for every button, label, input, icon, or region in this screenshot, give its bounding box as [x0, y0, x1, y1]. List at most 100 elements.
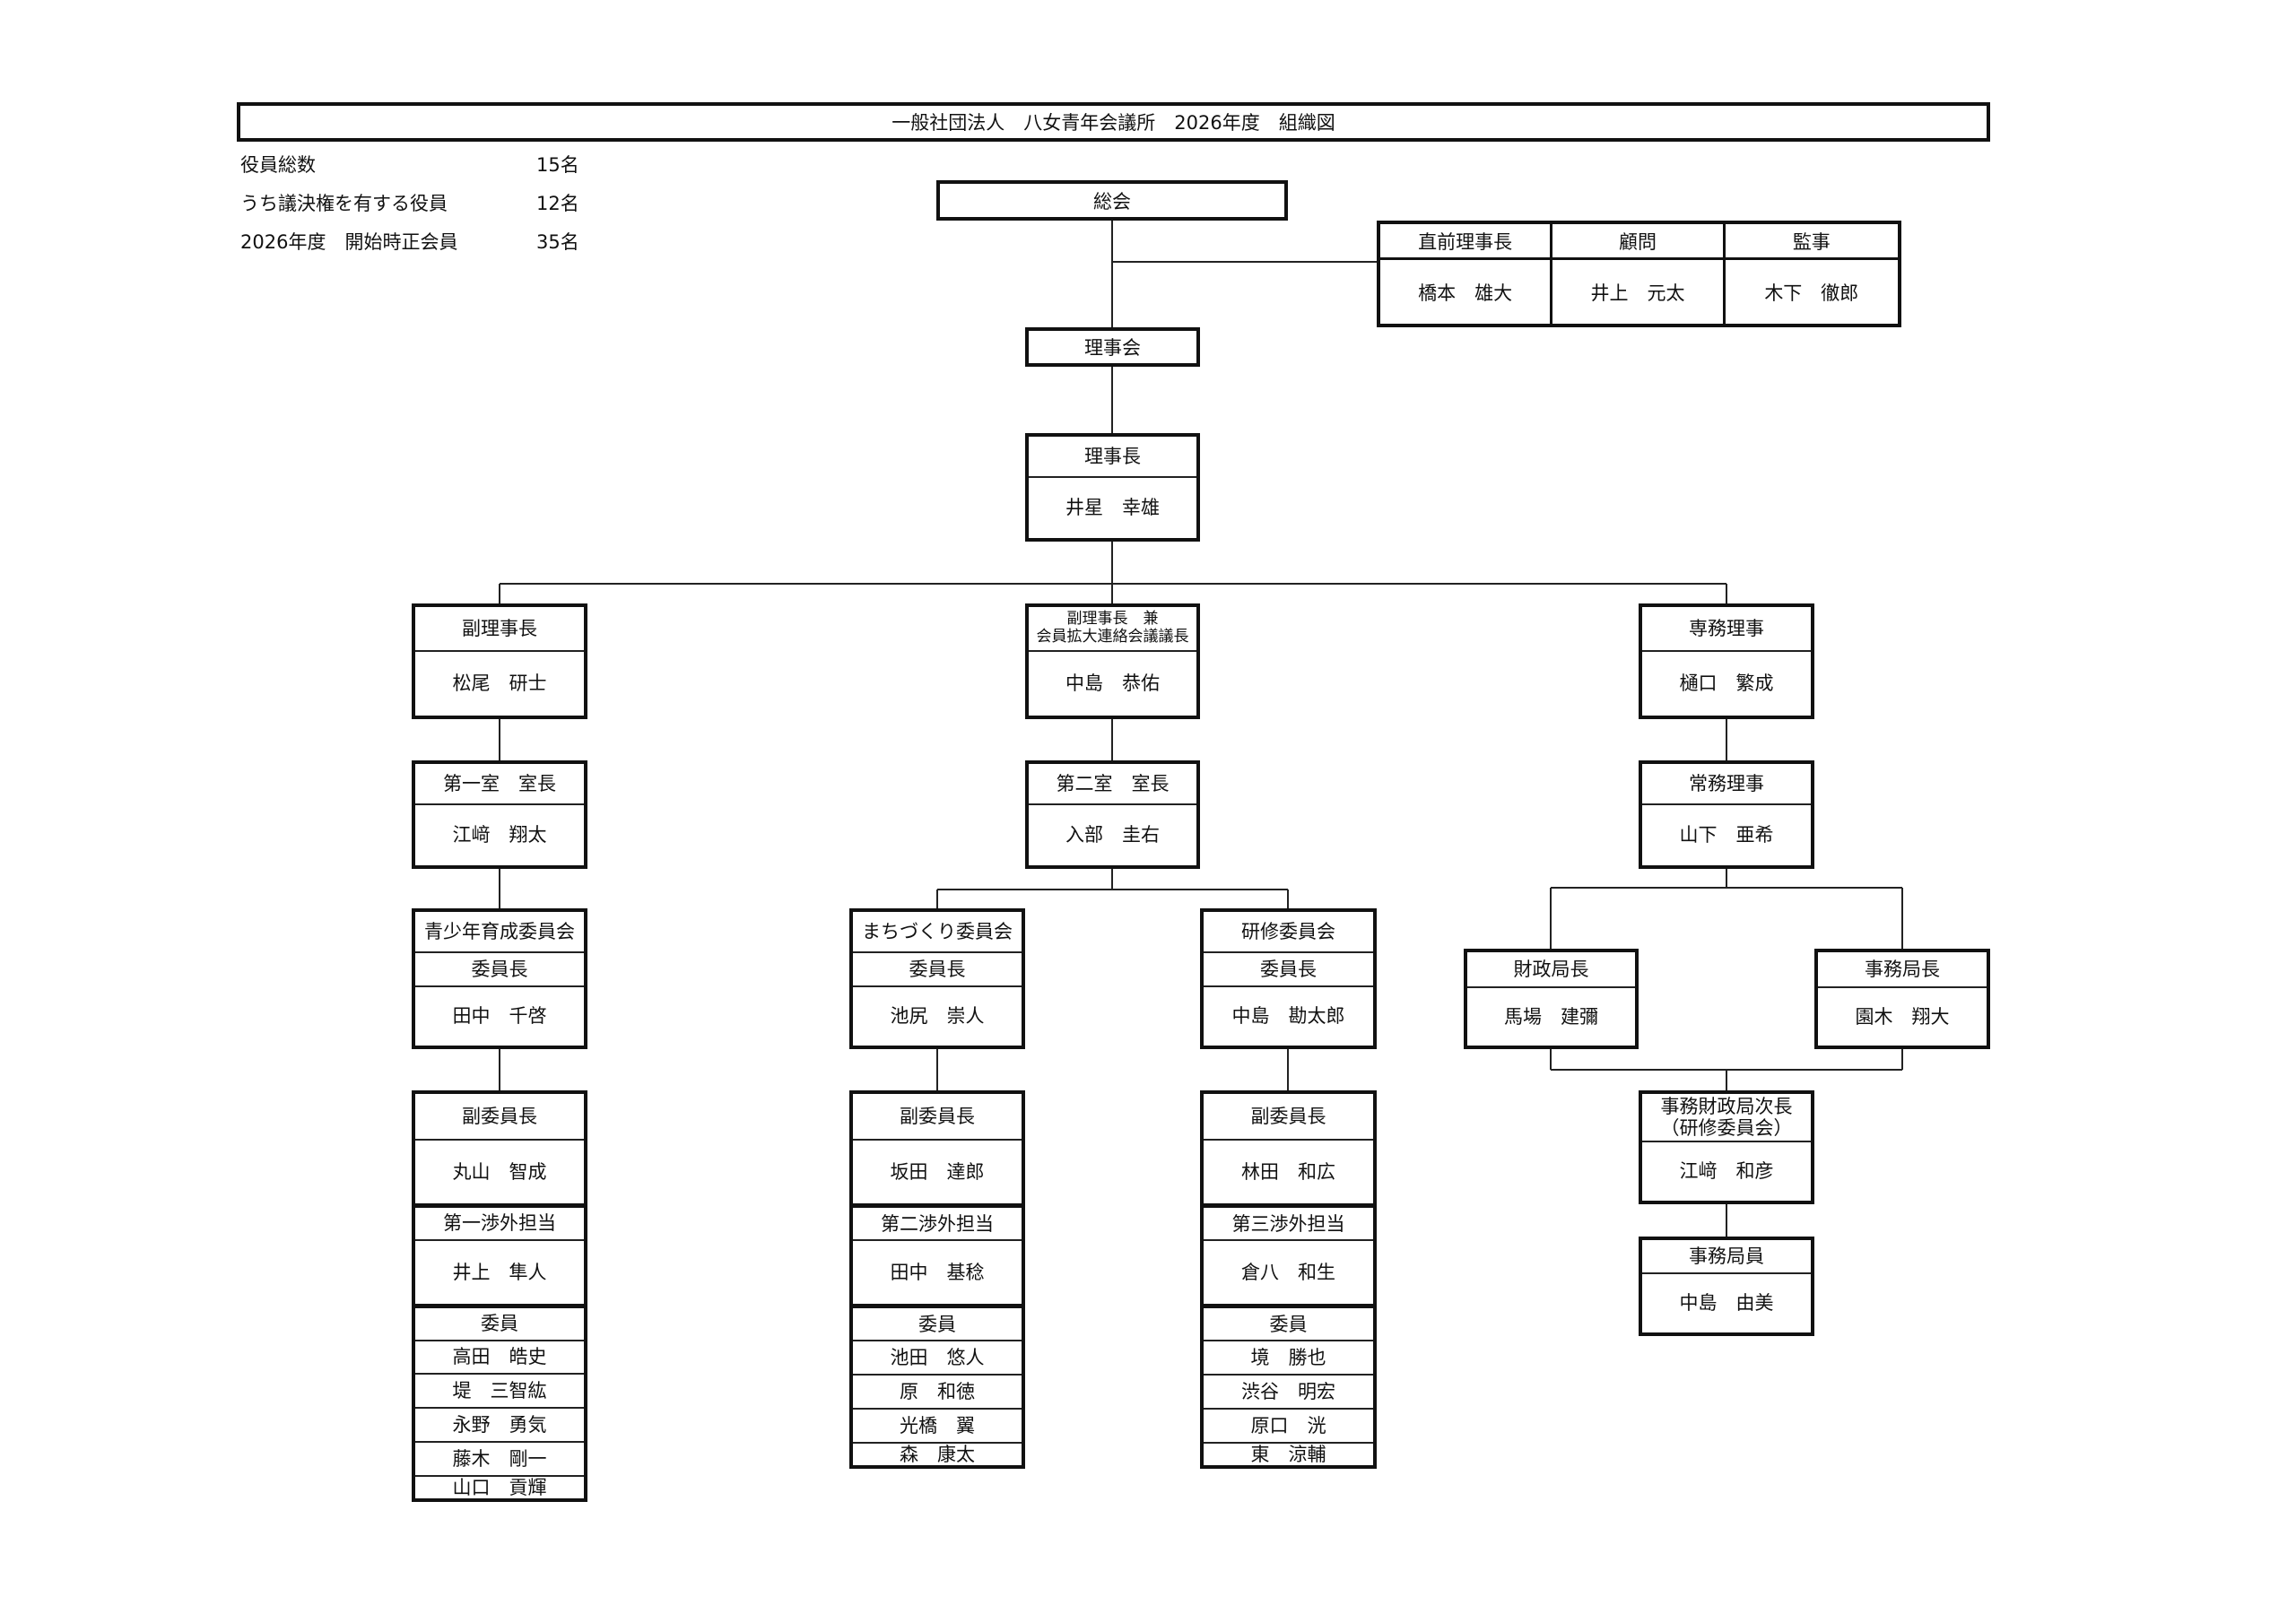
position-title-line: 事務財政局次長 [1660, 1095, 1793, 1117]
stat-label: 2026年度 開始時正会員 [240, 231, 458, 253]
vice-president-box: 副理事長 松尾 研士 [412, 603, 587, 719]
member-name: 山口 貢輝 [452, 1476, 547, 1498]
person-name: 馬場 建彌 [1504, 1005, 1598, 1028]
position-title: 委員長 [853, 953, 1022, 987]
committee-name: まちづくり委員会 [853, 912, 1022, 953]
stat-value: 35名 [536, 231, 579, 253]
advisor-role: 顧問 [1552, 224, 1726, 260]
member-name: 原口 洸 [1204, 1410, 1373, 1444]
position-title: 第二渉外担当 [853, 1208, 1022, 1242]
position-title: 委員長 [1204, 953, 1373, 987]
position-title: 副委員長 [415, 1094, 584, 1141]
committee-training-members: 副委員長 林田 和広 第三渉外担当 倉八 和生 委員 境 勝也 渋谷 明宏 原口… [1200, 1090, 1377, 1469]
advisor-name: 井上 元太 [1552, 260, 1726, 324]
person-name: 池尻 崇人 [890, 1005, 985, 1028]
finance-director-box: 財政局長 馬場 建彌 [1464, 949, 1639, 1049]
position-title: 事務局長 [1818, 952, 1987, 988]
position-title: 事務局員 [1642, 1240, 1811, 1274]
president-box: 理事長 井星 幸雄 [1025, 433, 1200, 542]
member-name: 堤 三智紘 [415, 1375, 584, 1410]
person-name: 倉八 和生 [1204, 1241, 1373, 1309]
member-name: 光橋 翼 [853, 1410, 1022, 1444]
position-title-line: （研修委員会） [1660, 1117, 1793, 1139]
position-title: 委員長 [415, 953, 584, 987]
position-title: 第一室 室長 [415, 764, 584, 805]
stat-value: 15名 [536, 154, 579, 176]
person-name: 田中 基稔 [853, 1241, 1022, 1309]
person-name: 樋口 繁成 [1679, 673, 1774, 695]
advisors-table: 直前理事長 顧問 監事 橋本 雄大 井上 元太 木下 徹郎 [1377, 221, 1901, 327]
person-name: 中島 勘太郎 [1231, 1005, 1345, 1028]
person-name: 中島 恭佑 [1065, 673, 1160, 695]
advisor-name: 橋本 雄大 [1380, 260, 1553, 324]
person-name: 田中 千啓 [452, 1005, 547, 1028]
general-assembly-box: 総会 [936, 180, 1288, 221]
general-assembly-label: 総会 [1093, 190, 1131, 213]
member-name: 藤木 剛一 [415, 1443, 584, 1477]
person-name: 林田 和広 [1204, 1141, 1373, 1209]
position-title: 委員 [1204, 1308, 1373, 1342]
secretariat-director-box: 事務局長 園木 翔大 [1814, 949, 1990, 1049]
advisor-role: 直前理事長 [1380, 224, 1553, 260]
position-title: 第一渉外担当 [415, 1208, 584, 1241]
person-name: 入部 圭右 [1065, 824, 1160, 846]
person-name: 江﨑 翔太 [452, 824, 547, 846]
member-name: 高田 皓史 [415, 1341, 584, 1376]
board-box: 理事会 [1025, 327, 1200, 367]
position-title: 理事長 [1029, 437, 1196, 478]
member-name: 森 康太 [900, 1443, 975, 1465]
person-name: 丸山 智成 [415, 1141, 584, 1209]
chart-title: 一般社団法人 八女青年会議所 2026年度 組織図 [237, 102, 1990, 142]
person-name: 松尾 研士 [452, 673, 547, 695]
position-title: 委員 [853, 1308, 1022, 1342]
person-name: 山下 亜希 [1679, 824, 1774, 846]
room2-head-box: 第二室 室長 入部 圭右 [1025, 760, 1200, 869]
committee-youth-box: 青少年育成委員会 委員長 田中 千啓 [412, 908, 587, 1049]
member-name: 境 勝也 [1204, 1341, 1373, 1376]
committee-town-members: 副委員長 坂田 達郎 第二渉外担当 田中 基稔 委員 池田 悠人 原 和徳 光橋… [849, 1090, 1025, 1469]
member-name: 渋谷 明宏 [1204, 1376, 1373, 1410]
deputy-director-box: 事務財政局次長 （研修委員会） 江﨑 和彦 [1639, 1090, 1814, 1204]
room1-head-box: 第一室 室長 江﨑 翔太 [412, 760, 587, 869]
secretariat-staff-box: 事務局員 中島 由美 [1639, 1237, 1814, 1336]
committee-name: 研修委員会 [1204, 912, 1373, 953]
person-name: 園木 翔大 [1855, 1005, 1950, 1028]
member-name: 原 和徳 [853, 1376, 1022, 1410]
stat-regular-members: 2026年度 開始時正会員 35名 [240, 228, 579, 255]
member-name: 東 涼輔 [1250, 1443, 1326, 1465]
position-title: 専務理事 [1642, 607, 1811, 652]
vice-president-liaison-box: 副理事長 兼 会員拡大連絡会議議長 中島 恭佑 [1025, 603, 1200, 719]
position-title: 副委員長 [853, 1094, 1022, 1141]
committee-name: 青少年育成委員会 [415, 912, 584, 953]
position-title: 事務財政局次長 （研修委員会） [1642, 1094, 1811, 1142]
stat-label: うち議決権を有する役員 [240, 193, 448, 214]
position-title-line: 会員拡大連絡会議議長 [1036, 628, 1189, 646]
position-title: 財政局長 [1467, 952, 1635, 988]
stat-value: 12名 [536, 193, 579, 214]
executive-director-box: 専務理事 樋口 繁成 [1639, 603, 1814, 719]
position-title: 第三渉外担当 [1204, 1208, 1373, 1242]
board-label: 理事会 [1084, 337, 1141, 359]
stat-voting-officers: うち議決権を有する役員 12名 [240, 189, 579, 216]
position-title: 副理事長 [415, 607, 584, 652]
person-name: 坂田 達郎 [853, 1141, 1022, 1209]
person-name: 井上 隼人 [415, 1241, 584, 1308]
position-title: 副理事長 兼 会員拡大連絡会議議長 [1029, 607, 1196, 652]
position-title-line: 副理事長 兼 [1066, 610, 1159, 629]
position-title: 委員 [415, 1308, 584, 1341]
managing-director-box: 常務理事 山下 亜希 [1639, 760, 1814, 869]
stat-label: 役員総数 [240, 154, 316, 176]
position-title: 第二室 室長 [1029, 764, 1196, 805]
advisor-role: 監事 [1725, 224, 1898, 260]
committee-training-box: 研修委員会 委員長 中島 勘太郎 [1200, 908, 1377, 1049]
member-name: 永野 勇気 [415, 1409, 584, 1443]
stat-total-officers: 役員総数 15名 [240, 151, 579, 178]
member-name: 池田 悠人 [853, 1341, 1022, 1376]
person-name: 井星 幸雄 [1065, 497, 1160, 519]
committee-youth-members: 副委員長 丸山 智成 第一渉外担当 井上 隼人 委員 高田 皓史 堤 三智紘 永… [412, 1090, 587, 1502]
committee-town-box: まちづくり委員会 委員長 池尻 崇人 [849, 908, 1025, 1049]
position-title: 常務理事 [1642, 764, 1811, 805]
title-text: 一般社団法人 八女青年会議所 2026年度 組織図 [891, 112, 1335, 134]
person-name: 江﨑 和彦 [1679, 1160, 1774, 1183]
